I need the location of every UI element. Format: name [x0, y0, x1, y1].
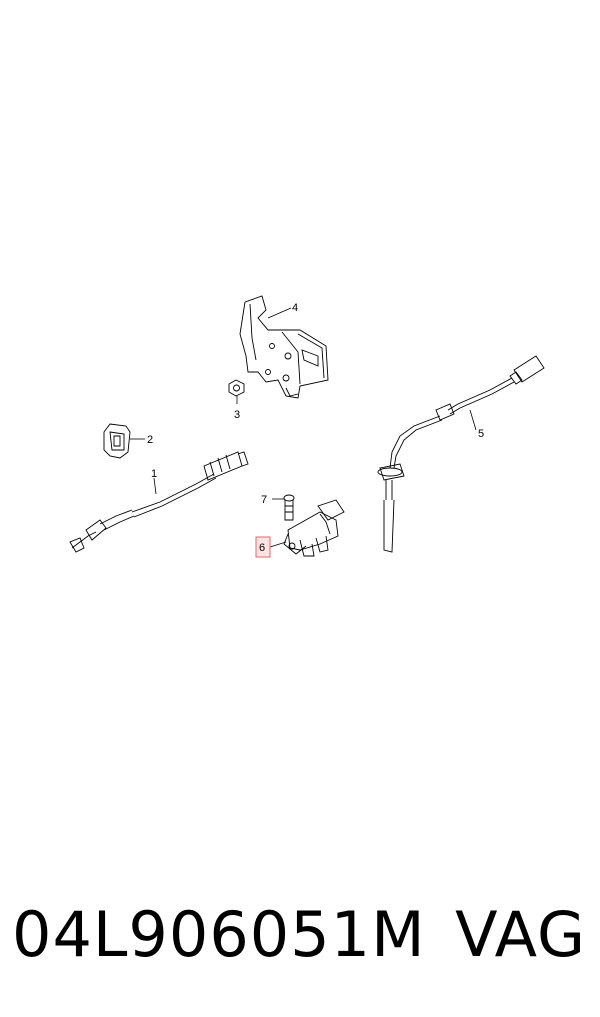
leader-lines — [130, 307, 477, 548]
callout-3: 3 — [234, 409, 240, 421]
pressure-sensor-part[interactable] — [283, 499, 345, 557]
callout-1: 1 — [151, 468, 157, 480]
callout-6[interactable]: 6 — [259, 542, 265, 554]
temperature-sensor-part[interactable] — [377, 355, 545, 553]
screw-part[interactable] — [283, 494, 295, 521]
sensor-cable-part[interactable] — [69, 451, 249, 553]
part-number: 04L906051M — [12, 898, 426, 971]
footer: 04L906051M VAG — [0, 900, 600, 980]
nut-part[interactable] — [228, 379, 245, 397]
callout-2: 2 — [147, 434, 153, 446]
clip-part[interactable] — [103, 423, 131, 459]
brand-label: VAG — [455, 898, 586, 971]
bracket-part[interactable] — [239, 295, 329, 399]
callout-7: 7 — [261, 494, 267, 506]
callout-4: 4 — [292, 302, 298, 314]
callout-6-highlight — [255, 536, 271, 558]
callout-5: 5 — [478, 428, 484, 440]
